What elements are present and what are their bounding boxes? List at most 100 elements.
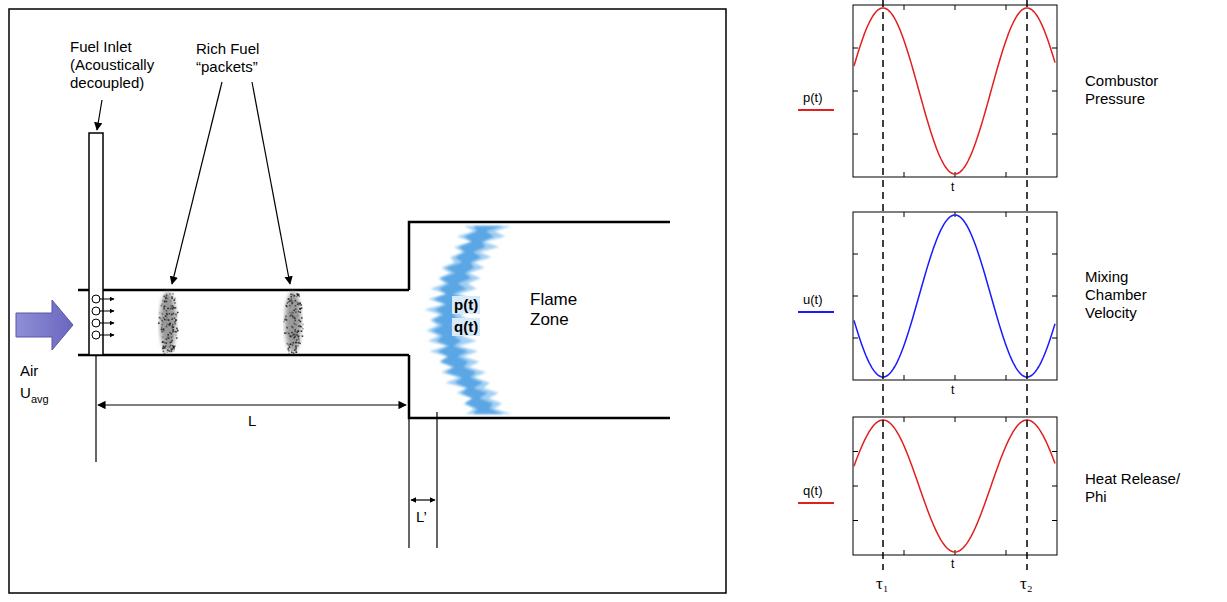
- axis-tick: [853, 134, 858, 135]
- packet-speck: [294, 336, 296, 338]
- packet-speck: [291, 332, 293, 334]
- packet-speck: [298, 304, 300, 306]
- axis-label: p(t): [803, 90, 823, 106]
- packet-speck: [170, 333, 172, 335]
- packet-speck: [163, 341, 165, 343]
- packet-speck: [172, 305, 174, 307]
- packet-speck: [173, 326, 175, 328]
- packet-speck: [167, 334, 169, 336]
- packet-speck: [296, 324, 298, 326]
- packet-speck: [291, 303, 293, 305]
- packet-speck: [302, 335, 304, 337]
- axis-tick: [853, 520, 858, 521]
- packet-speck: [299, 308, 301, 310]
- packet-speck: [175, 319, 177, 321]
- axis-tick: [955, 5, 956, 10]
- axis-tick: [1006, 417, 1007, 422]
- time-marker-label: τ₂: [1020, 574, 1033, 594]
- packet-speck: [298, 341, 300, 343]
- axis-tick: [853, 338, 858, 339]
- packet-speck: [162, 341, 164, 343]
- packet-speck: [292, 332, 294, 334]
- packet-speck: [298, 335, 300, 337]
- sine-curve: [854, 8, 1055, 174]
- axis-tick: [853, 296, 858, 297]
- packet-speck: [167, 337, 169, 339]
- fuel-inlet: [89, 133, 103, 355]
- packet-speck: [302, 324, 304, 326]
- packet-speck: [294, 334, 296, 336]
- packet-speck: [176, 328, 178, 330]
- packet-speck: [166, 338, 168, 340]
- packet-speck: [285, 305, 287, 307]
- packet-speck: [292, 344, 294, 346]
- packet-speck: [291, 350, 293, 352]
- packet-speck: [290, 293, 292, 295]
- packet-speck: [174, 300, 176, 302]
- packet-speck: [286, 327, 288, 329]
- packet-speck: [172, 324, 174, 326]
- series-marker: [798, 109, 834, 111]
- packet-speck: [296, 345, 298, 347]
- packet-speck: [288, 345, 290, 347]
- packet-speck: [171, 298, 173, 300]
- packet-speck: [288, 333, 290, 335]
- packet-speck: [173, 299, 175, 301]
- packet-speck: [174, 298, 176, 300]
- packet-speck: [296, 332, 298, 334]
- packet-speck: [174, 302, 176, 304]
- packet-speck: [163, 330, 165, 332]
- packet-speck: [162, 313, 164, 315]
- packet-speck: [164, 295, 166, 297]
- packet-speck: [298, 335, 300, 337]
- packet-speck: [288, 332, 290, 334]
- packet-speck: [171, 337, 173, 339]
- packet-speck: [289, 335, 291, 337]
- packet-speck: [161, 331, 163, 333]
- packet-speck: [169, 342, 171, 344]
- packet-speck: [288, 301, 290, 303]
- packet-speck: [292, 335, 294, 337]
- packet-speck: [162, 348, 164, 350]
- packet-speck: [163, 296, 165, 298]
- packet-cloud: [160, 292, 176, 352]
- flow-label: Air: [20, 362, 38, 380]
- axis-tick: [904, 417, 905, 422]
- flame: [425, 226, 512, 414]
- packet-speck: [298, 311, 300, 313]
- packet-speck: [172, 331, 174, 333]
- packet-speck: [164, 305, 166, 307]
- packet-speck: [166, 352, 168, 354]
- packet-speck: [166, 324, 168, 326]
- packet-speck: [293, 353, 295, 355]
- packet-speck: [290, 296, 292, 298]
- packet-speck: [164, 353, 166, 355]
- axis-tick: [1052, 48, 1057, 49]
- packet-speck: [161, 327, 163, 329]
- packet-speck: [162, 300, 164, 302]
- packet-speck: [300, 304, 302, 306]
- packet-speck: [289, 300, 291, 302]
- panel-frame: [9, 9, 726, 593]
- packet-speck: [169, 323, 171, 325]
- packet-speck: [167, 308, 169, 310]
- packet-speck: [171, 318, 173, 320]
- packet-speck: [297, 345, 299, 347]
- packet-speck: [295, 351, 297, 353]
- packet-speck: [299, 326, 301, 328]
- fuel-packets: [158, 292, 304, 354]
- packet-speck: [295, 346, 297, 348]
- packet-speck: [294, 295, 296, 297]
- packet-speck: [297, 294, 299, 296]
- packet-speck: [177, 329, 179, 331]
- packet-speck: [286, 333, 288, 335]
- packet-speck: [174, 321, 176, 323]
- packet-speck: [298, 320, 300, 322]
- packet-speck: [298, 294, 300, 296]
- axis-tick: [904, 172, 905, 177]
- packet-speck: [288, 353, 290, 355]
- packet-speck: [167, 298, 169, 300]
- fuel-jets: [92, 295, 114, 339]
- packet-speck: [171, 296, 173, 298]
- packet-speck: [166, 326, 168, 328]
